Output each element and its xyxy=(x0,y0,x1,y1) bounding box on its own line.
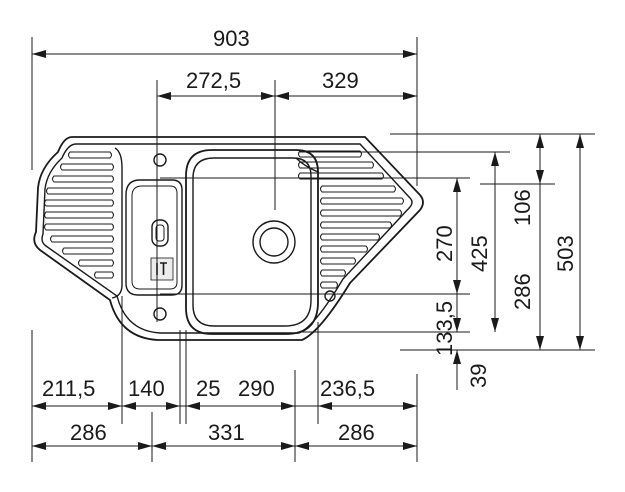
small-basin xyxy=(125,179,183,296)
main-bowl xyxy=(185,149,319,335)
dim-bottom-236-5: 236,5 xyxy=(320,376,375,401)
dim-overall-depth: 503 xyxy=(553,235,578,272)
sink-outer-rim xyxy=(33,136,424,341)
dim-bottom-331: 331 xyxy=(208,420,245,445)
dimension-lines xyxy=(32,53,581,447)
dim-right-offset: 329 xyxy=(322,68,359,93)
dim-depth-133-5: 133,5 xyxy=(432,301,457,356)
extension-lines xyxy=(31,37,595,462)
sink-body xyxy=(33,136,424,341)
dim-bottom-211-5: 211,5 xyxy=(42,376,95,401)
dim-bottom-286-left: 286 xyxy=(70,420,107,445)
drainer-divider-right xyxy=(295,157,319,173)
overflow-icon xyxy=(151,219,169,247)
dim-bottom-25: 25 xyxy=(196,376,220,401)
dim-depth-425: 425 xyxy=(467,235,492,272)
brand-logo-icon xyxy=(150,257,174,281)
sink-inner-rim xyxy=(41,143,413,334)
tap-hole-icon xyxy=(324,290,336,302)
dim-bottom-286-right: 286 xyxy=(338,420,375,445)
dim-depth-286-right: 286 xyxy=(510,273,535,310)
dim-bottom-290: 290 xyxy=(238,376,275,401)
drain-icon xyxy=(252,220,296,264)
dim-bottom-140: 140 xyxy=(128,376,165,401)
dim-depth-270: 270 xyxy=(432,225,457,262)
dimension-arrows xyxy=(32,50,584,450)
small-basin-inner xyxy=(131,185,178,290)
dimension-labels: 903 272,5 329 211,5 140 25 290 236,5 286… xyxy=(42,26,578,445)
tap-hole-icon xyxy=(153,153,167,167)
main-bowl-inner xyxy=(192,157,312,327)
dim-depth-106: 106 xyxy=(510,189,535,226)
right-drainer-ribs-side xyxy=(320,185,404,289)
tap-hole-icon xyxy=(153,307,167,321)
dim-depth-39: 39 xyxy=(466,364,491,388)
dim-bowl-offset: 272,5 xyxy=(186,68,241,93)
drainer-divider-left xyxy=(111,147,123,299)
left-drainer-ribs xyxy=(44,151,114,279)
dim-overall-width: 903 xyxy=(213,26,250,51)
